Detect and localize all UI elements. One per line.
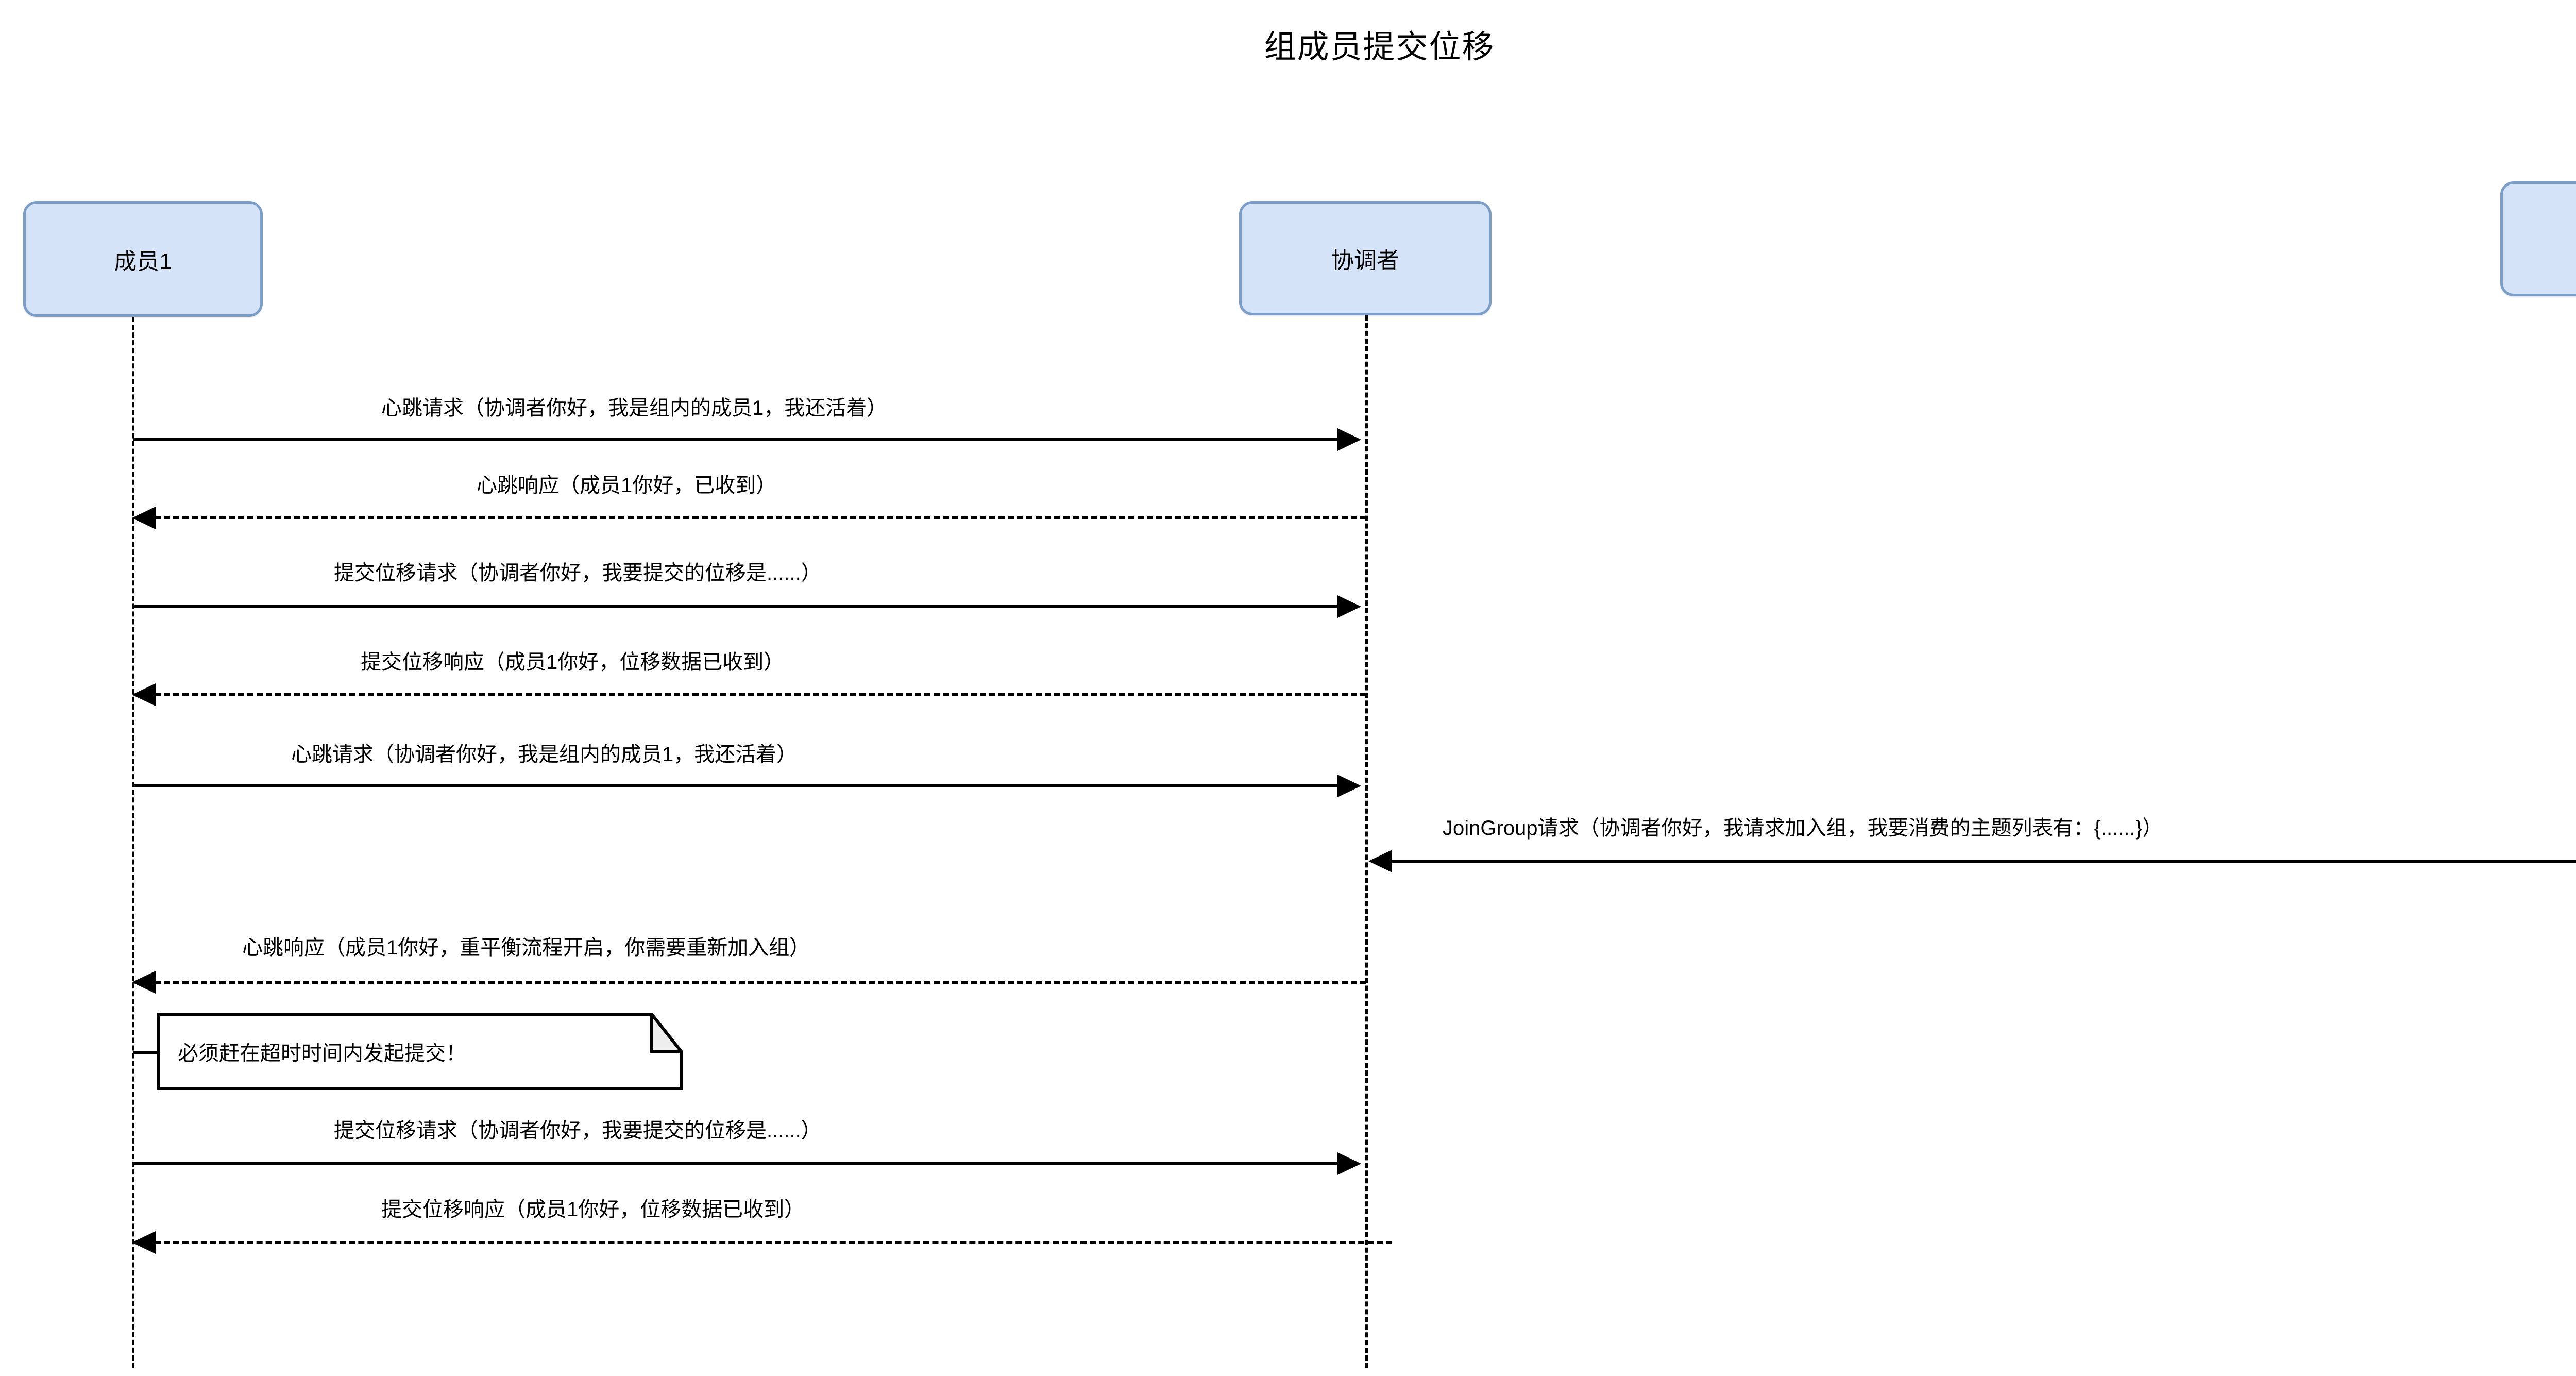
message-line-8 (133, 1162, 1340, 1165)
message-line-2 (155, 516, 1366, 519)
message-arrowhead-7 (132, 971, 156, 994)
message-label-1: 心跳请求（协调者你好，我是组内的成员1，我还活着） (381, 397, 888, 419)
message-arrowhead-3 (1337, 595, 1361, 618)
lifeline-coordinator (1365, 315, 1368, 1368)
message-line-1 (133, 438, 1340, 441)
participant-member1[interactable]: 成员1 (23, 201, 263, 317)
message-line-4 (155, 693, 1366, 696)
message-label-5: 心跳请求（协调者你好，我是组内的成员1，我还活着） (291, 743, 798, 766)
message-line-7 (155, 981, 1366, 984)
message-arrowhead-4 (132, 683, 156, 706)
message-arrowhead-5 (1337, 775, 1361, 797)
message-line-3 (133, 605, 1340, 608)
message-label-2: 心跳响应（成员1你好，已收到） (477, 474, 777, 497)
note-connector (133, 1051, 160, 1054)
page-title: 组成员提交位移 (1264, 29, 1495, 65)
note-timeout-shape (157, 1013, 683, 1090)
message-label-8: 提交位移请求（协调者你好，我要提交的位移是......） (334, 1119, 822, 1142)
message-label-9: 提交位移响应（成员1你好，位移数据已收到） (381, 1198, 805, 1221)
participant-label: 成员1 (114, 248, 172, 274)
participant-member2[interactable]: 成员2 (2500, 181, 2576, 296)
message-arrowhead-2 (132, 507, 156, 529)
message-label-7: 心跳响应（成员1你好，重平衡流程开启，你需要重新加入组） (242, 936, 810, 959)
message-label-6: JoinGroup请求（协调者你好，我请求加入组，我要消费的主题列表有：{...… (1443, 817, 2163, 840)
message-arrowhead-6 (1368, 850, 1392, 872)
message-line-5 (133, 784, 1340, 787)
participant-label: 协调者 (1331, 248, 1399, 273)
participant-coordinator[interactable]: 协调者 (1239, 201, 1492, 315)
message-arrowhead-8 (1337, 1152, 1361, 1175)
message-line-6 (1391, 860, 2576, 863)
message-arrowhead-9 (132, 1231, 156, 1254)
message-label-4: 提交位移响应（成员1你好，位移数据已收到） (361, 651, 785, 674)
lifeline-member1 (132, 317, 134, 1368)
message-line-9 (155, 1241, 1392, 1244)
message-label-3: 提交位移请求（协调者你好，我要提交的位移是......） (334, 562, 822, 584)
note-timeout-text: 必须赶在超时时间内发起提交！ (178, 1042, 466, 1065)
message-arrowhead-1 (1337, 428, 1361, 451)
